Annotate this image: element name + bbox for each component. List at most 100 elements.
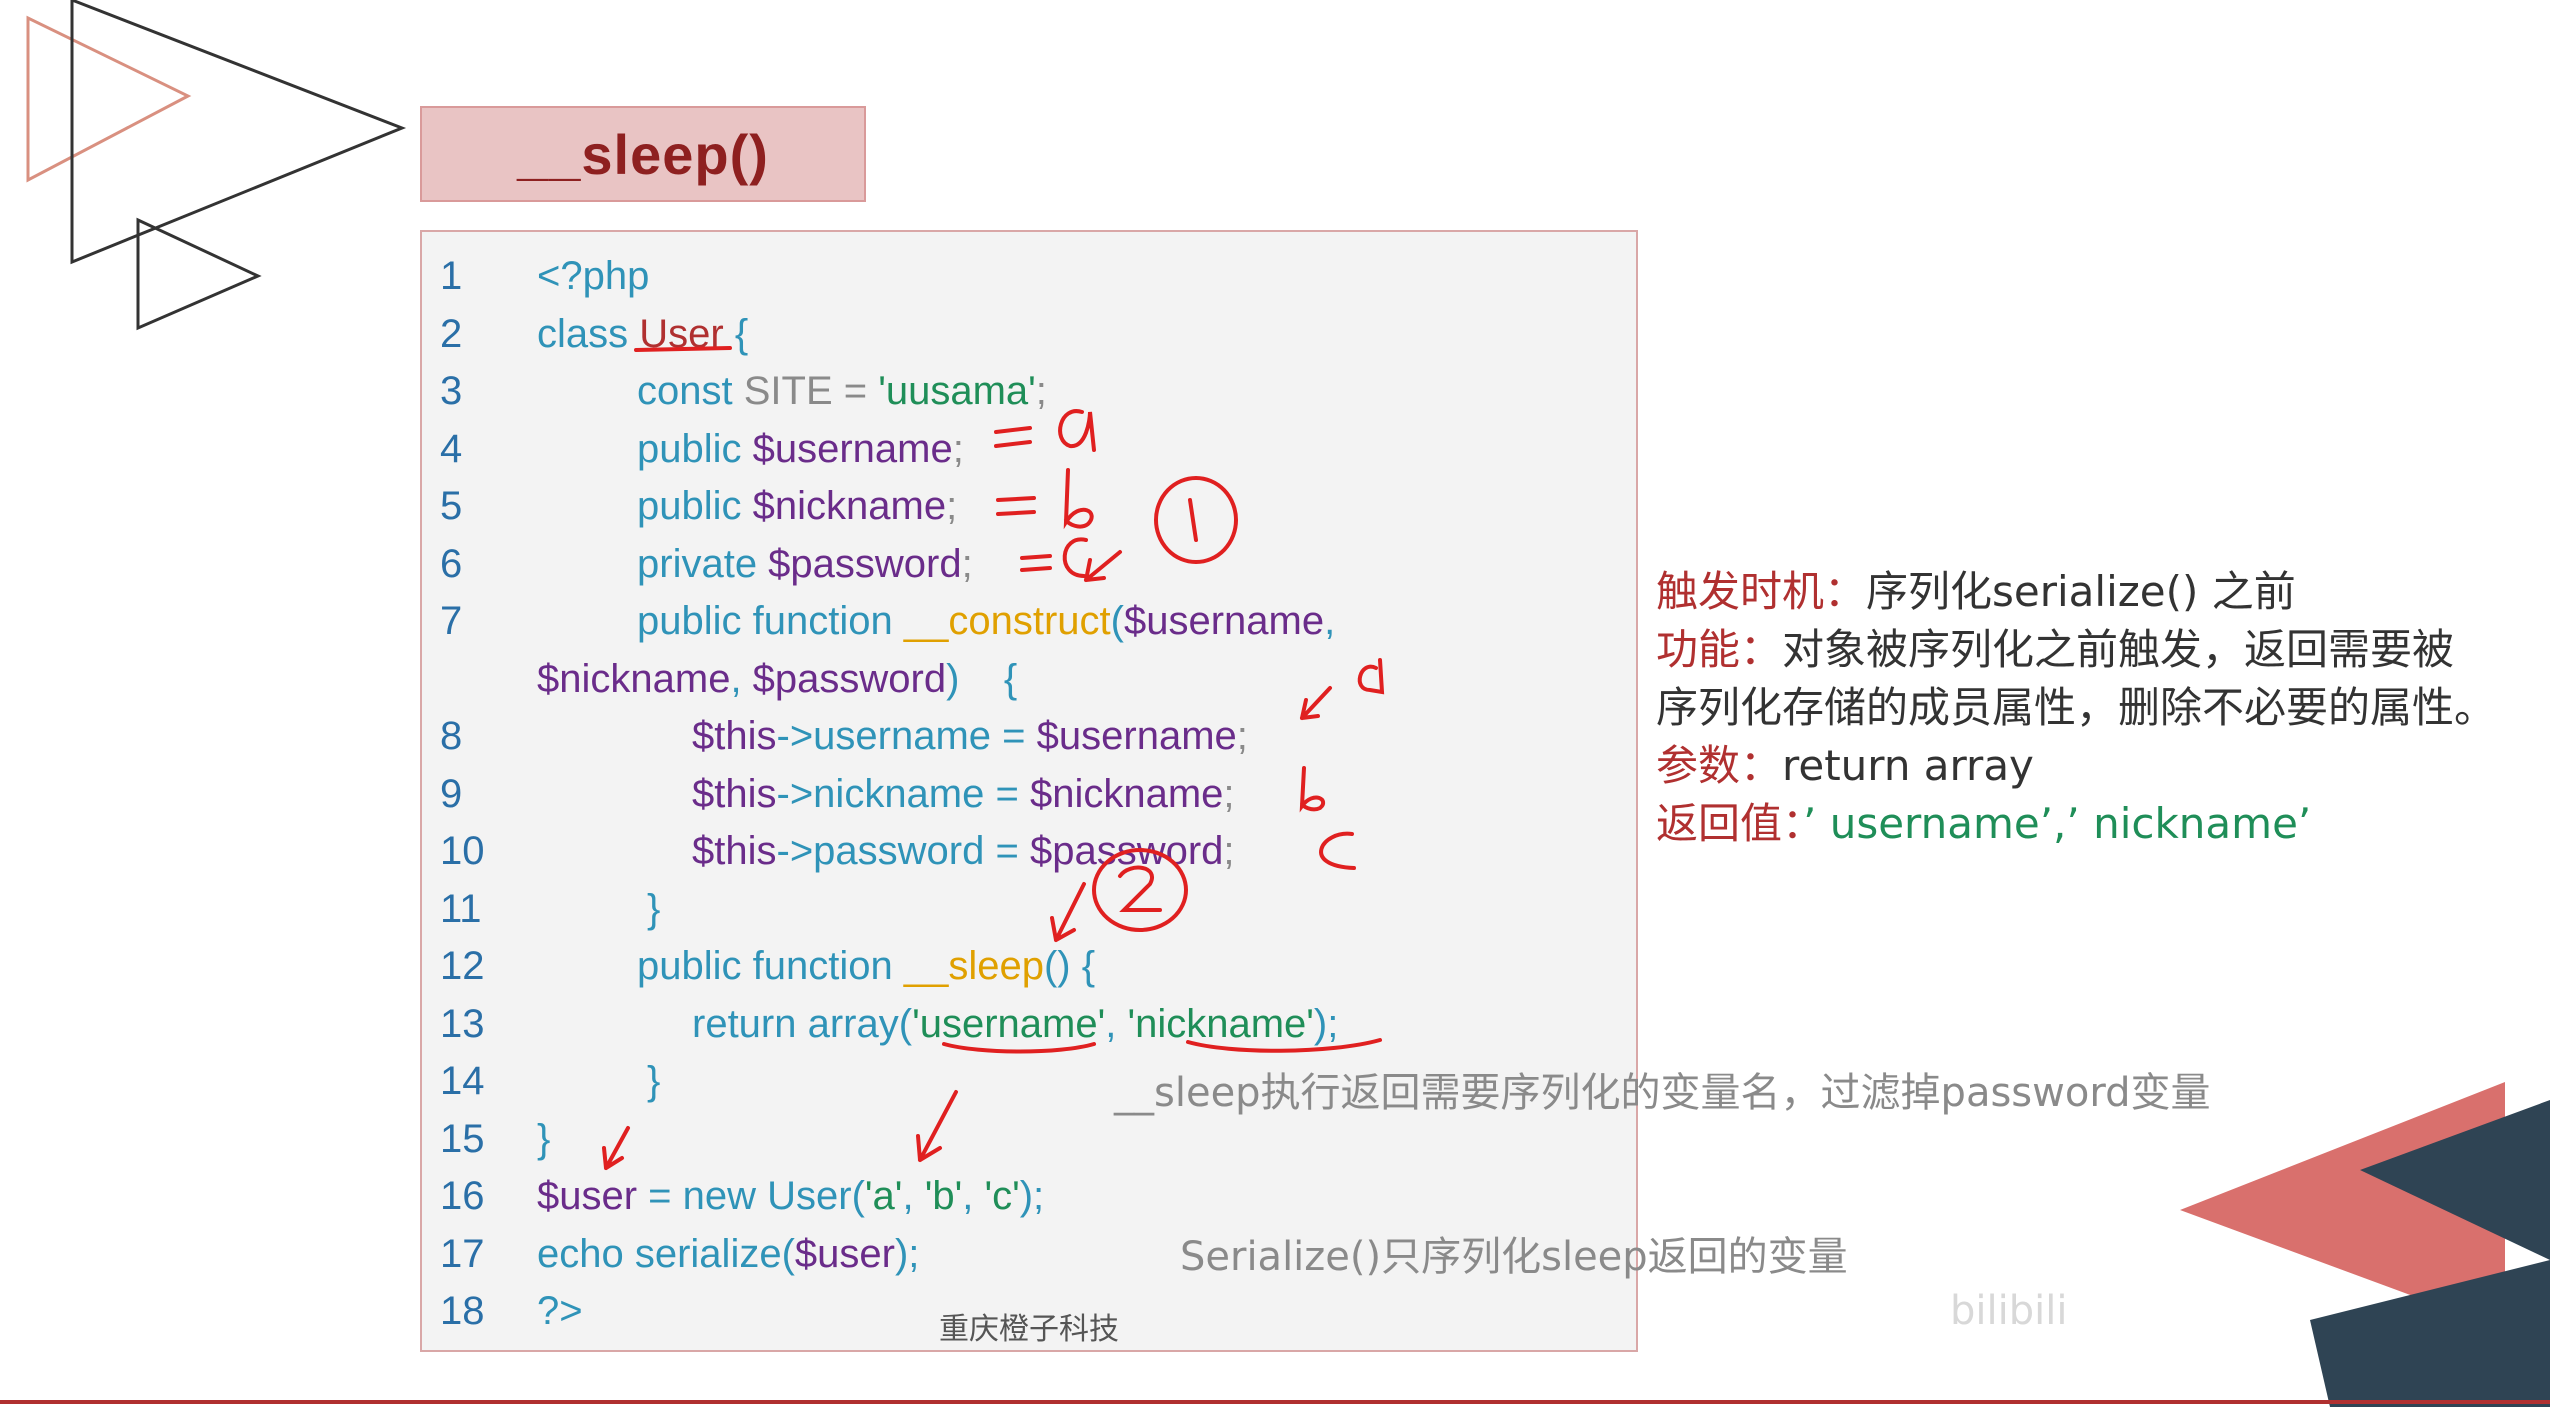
code-token: $this	[692, 714, 777, 758]
code-token: ;	[1236, 714, 1248, 758]
return-row: 返回值：’ username’,’ nickname’	[1656, 795, 2496, 853]
code-token: <?php	[537, 254, 650, 298]
code-token: ;	[1035, 369, 1047, 413]
code-token: ?>	[537, 1289, 583, 1333]
trigger-row: 触发时机：序列化serialize() 之前	[1656, 563, 2496, 621]
code-text: private $password;	[637, 536, 973, 593]
line-number: 13	[440, 1001, 485, 1046]
code-token: ->username =	[776, 714, 1037, 758]
code-token: public function	[637, 944, 904, 988]
line-number: 18	[440, 1289, 485, 1333]
code-token: 'a'	[864, 1174, 903, 1218]
code-token: __sleep	[903, 944, 1044, 988]
code-text: public $username;	[637, 421, 964, 478]
code-token: ,	[730, 656, 753, 701]
code-text: const SITE = 'uusama';	[637, 363, 1047, 420]
code-token: $username	[1123, 599, 1325, 643]
param-label: 参数：	[1656, 741, 1783, 790]
code-token: 'username'	[912, 1001, 1106, 1046]
line-number: 12	[440, 944, 485, 988]
code-token: ;	[1223, 829, 1235, 873]
return-label: 返回值：	[1656, 799, 1804, 848]
code-text: }	[537, 1111, 550, 1168]
code-text: echo serialize($user);	[537, 1226, 919, 1283]
code-text: $user = new User('a', 'b', 'c');	[537, 1168, 1044, 1225]
code-token: $password	[752, 656, 947, 701]
code-token: );	[1019, 1174, 1045, 1218]
code-text: return array('username', 'nickname');	[692, 996, 1338, 1053]
code-token: $nickname	[1029, 771, 1224, 816]
code-token: $username	[752, 426, 953, 471]
code-token: = new User(	[637, 1174, 865, 1218]
slide-title: __sleep()	[517, 122, 769, 186]
code-token: 'uusama'	[878, 369, 1036, 413]
code-token: public	[637, 484, 753, 528]
code-token: __construct	[903, 599, 1111, 643]
line-number: 14	[440, 1059, 485, 1103]
code-token: $password	[1029, 829, 1224, 873]
return-value: ’ username’,’ nickname’	[1803, 799, 2312, 848]
code-token: ,	[902, 1174, 925, 1218]
code-token: () {	[1043, 944, 1096, 988]
code-token: $password	[768, 541, 962, 586]
code-token: ;	[946, 484, 958, 528]
code-token: 'c'	[984, 1174, 1020, 1218]
code-text: public function __sleep() {	[637, 938, 1095, 995]
line-number: 17	[440, 1231, 485, 1276]
code-token: );	[1313, 1001, 1339, 1046]
trigger-label: 触发时机：	[1656, 567, 1867, 616]
trigger-value: 序列化serialize() 之前	[1866, 567, 2296, 616]
code-token: $user	[794, 1231, 895, 1276]
line-number: 3	[440, 369, 463, 413]
line-number: 1	[440, 254, 463, 298]
code-text: <?php	[537, 248, 649, 305]
code-token: $user	[537, 1174, 638, 1218]
code-token: }	[647, 886, 661, 931]
code-text: $this->nickname = $nickname;	[692, 766, 1235, 823]
code-token: User	[639, 311, 724, 356]
line-number: 15	[440, 1116, 485, 1161]
code-text: ?>	[537, 1283, 583, 1340]
code-text: }	[647, 1053, 660, 1110]
decorative-triangles	[26, 0, 407, 331]
code-text: $this->password = $password;	[692, 823, 1235, 880]
line-number: 2	[440, 311, 463, 356]
code-token: const	[637, 369, 744, 413]
function-row: 功能：对象被序列化之前触发，返回需要被序列化存储的成员属性，删除不必要的属性。	[1656, 621, 2496, 737]
code-token: ;	[952, 426, 964, 471]
line-number: 16	[440, 1174, 485, 1218]
code-token: $nickname	[752, 484, 947, 528]
line-number: 11	[440, 886, 482, 931]
code-token: ;	[961, 541, 973, 586]
serialize-annotation: Serialize()只序列化sleep返回的变量	[1180, 1234, 1848, 1280]
code-token: }	[537, 1116, 551, 1161]
code-token: return array(	[692, 1001, 913, 1046]
video-watermark: bilibili	[1950, 1288, 2068, 1334]
line-number: 7	[440, 599, 463, 643]
code-token: ,	[1324, 599, 1336, 643]
code-token: $nickname	[537, 656, 731, 701]
code-token: ->password =	[776, 829, 1030, 873]
bottom-divider	[0, 1400, 2550, 1404]
function-label: 功能：	[1656, 625, 1783, 674]
code-token: {	[723, 311, 749, 356]
slide-title-box: __sleep()	[420, 106, 866, 202]
code-text: public function __construct($username,	[637, 593, 1335, 650]
code-token: }	[647, 1059, 661, 1103]
code-text: class User {	[537, 306, 748, 363]
line-number: 5	[440, 484, 463, 528]
code-token: private	[637, 541, 769, 586]
code-token: SITE =	[743, 369, 879, 413]
code-token: );	[894, 1231, 920, 1276]
code-text: $nickname, $password) {	[537, 651, 1017, 708]
code-token: (	[1110, 599, 1124, 643]
param-row: 参数：return array	[1656, 737, 2496, 795]
code-token: ) {	[946, 656, 1018, 701]
line-number: 8	[440, 714, 463, 758]
code-token: $username	[1036, 714, 1237, 758]
function-value: 对象被序列化之前触发，返回需要被序列化存储的成员属性，删除不必要的属性。	[1656, 625, 2497, 732]
code-token: echo serialize(	[537, 1231, 795, 1276]
line-number: 9	[440, 771, 463, 816]
code-token: ,	[962, 1174, 985, 1218]
